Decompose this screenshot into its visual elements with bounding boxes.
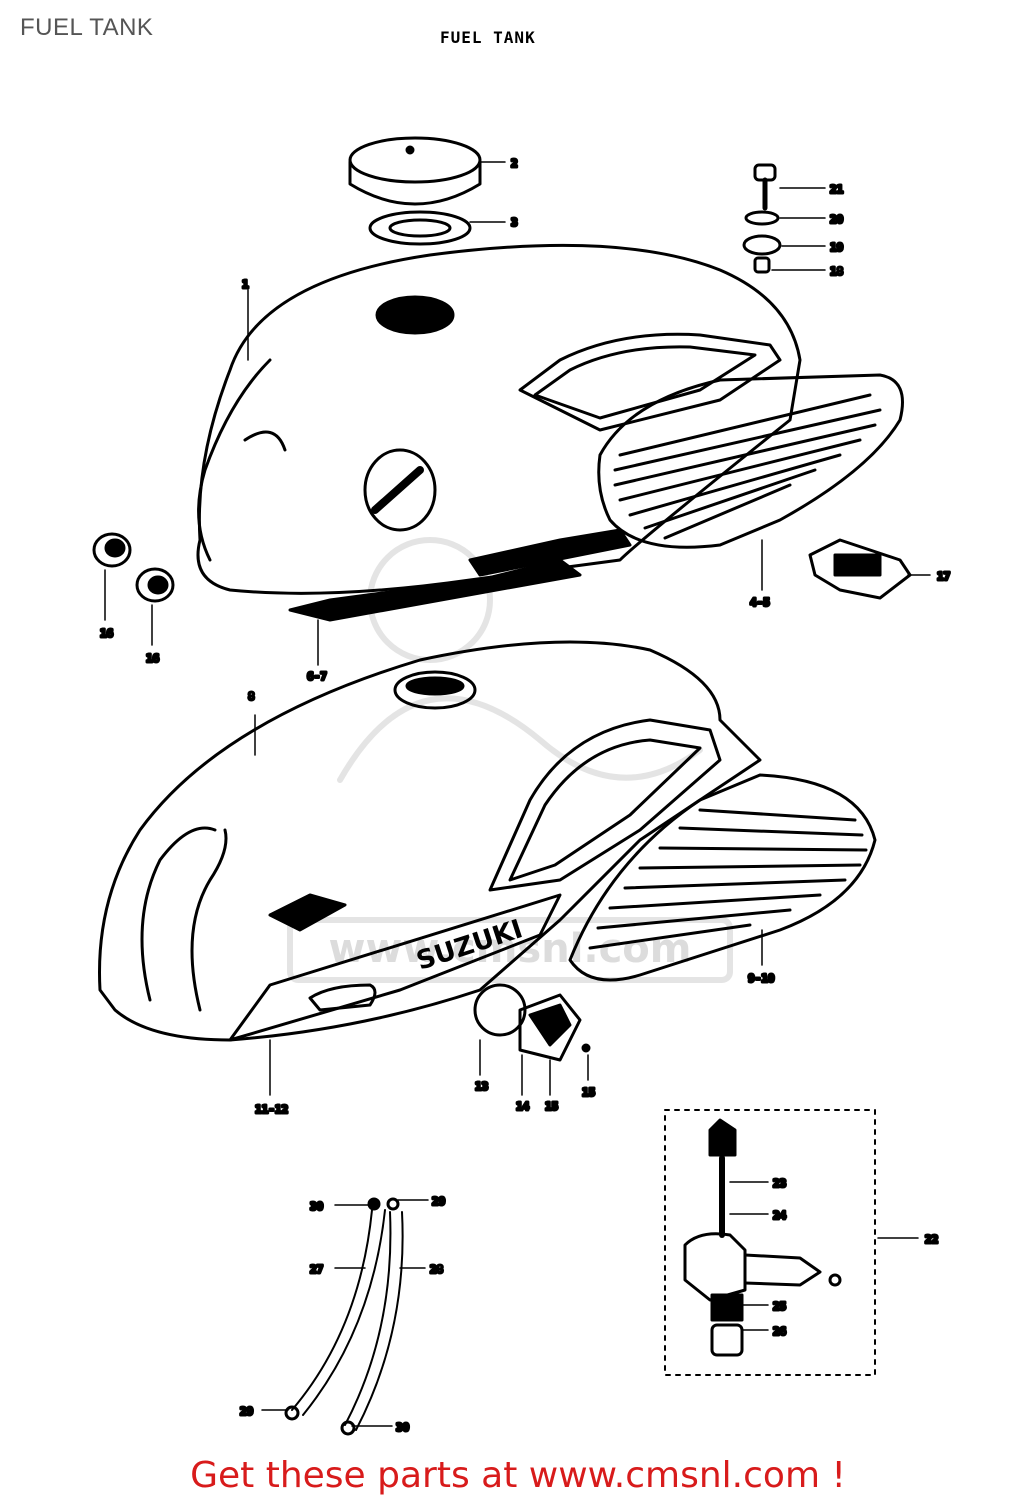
upper-fuel-tank — [196, 243, 802, 622]
callout-24: 24 — [773, 1209, 787, 1222]
callout-17: 17 — [937, 570, 950, 583]
bolt-stack-part — [742, 163, 782, 274]
knee-grip-lower — [568, 773, 877, 982]
callout-26: 26 — [773, 1325, 787, 1338]
callout-11-12: 11-12 — [255, 1103, 288, 1116]
callout-9-10: 9-10 — [748, 972, 775, 985]
callout-4-5: 4-5 — [750, 596, 770, 609]
cap-gasket-part — [368, 210, 472, 246]
callout-23: 23 — [773, 1177, 786, 1190]
callout-15-b: 15 — [582, 1086, 595, 1099]
tank-badge-part — [473, 983, 591, 1062]
diagram-title: FUEL TANK — [440, 28, 536, 47]
leader-lines — [104, 161, 931, 1427]
callout-3: 3 — [511, 216, 518, 229]
tank-cushion-part — [92, 532, 175, 603]
callout-8: 8 — [248, 690, 255, 703]
watermark-logo — [287, 537, 733, 983]
callout-29-a: 29 — [432, 1195, 445, 1208]
callout-20: 20 — [830, 213, 843, 226]
callout-29-b: 29 — [240, 1405, 253, 1418]
callout-18: 18 — [830, 265, 843, 278]
callout-25: 25 — [773, 1300, 786, 1313]
fuel-cock-assembly — [664, 1109, 876, 1376]
knee-grip-upper — [597, 373, 904, 549]
fuel-hose-part — [284, 1197, 404, 1436]
callout-28: 28 — [430, 1263, 443, 1276]
callout-19: 19 — [830, 241, 843, 254]
callout-16-a: 16 — [100, 627, 114, 640]
callout-27: 27 — [310, 1263, 323, 1276]
emblem-clip-part — [808, 538, 912, 600]
callout-6-7: 6-7 — [307, 670, 327, 683]
callout-16-b: 16 — [146, 652, 160, 665]
callout-14: 14 — [516, 1100, 530, 1113]
callout-2: 2 — [511, 157, 518, 170]
callout-13: 13 — [475, 1080, 488, 1093]
fuel-cap-part — [348, 136, 482, 206]
callout-22: 22 — [925, 1233, 938, 1246]
callout-21: 21 — [830, 183, 844, 196]
page-title: FUEL TANK — [20, 14, 154, 41]
callout-30-a: 30 — [310, 1200, 323, 1213]
callout-30-b: 30 — [396, 1421, 409, 1434]
footer-link-text[interactable]: Get these parts at www.cmsnl.com ! — [190, 1455, 846, 1496]
callout-1: 1 — [242, 278, 249, 291]
callout-15-a: 15 — [545, 1100, 558, 1113]
